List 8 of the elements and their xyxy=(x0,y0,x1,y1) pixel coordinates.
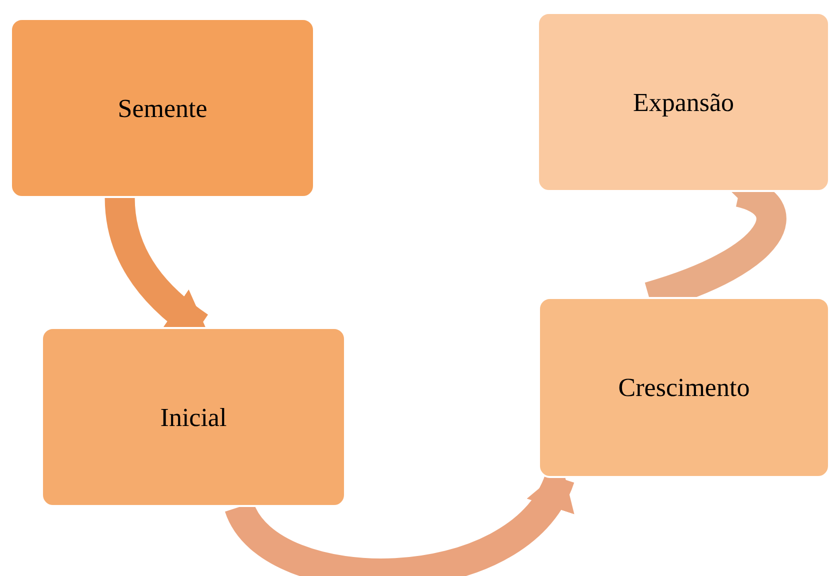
rounded-box xyxy=(10,18,315,198)
box-label: Semente xyxy=(118,92,208,124)
box-label: Expansão xyxy=(632,86,734,118)
box-label: Inicial xyxy=(160,402,227,434)
rounded-box xyxy=(538,297,830,478)
box-label: Crescimento xyxy=(618,372,750,404)
rounded-box xyxy=(41,327,346,507)
rounded-box xyxy=(537,12,830,192)
